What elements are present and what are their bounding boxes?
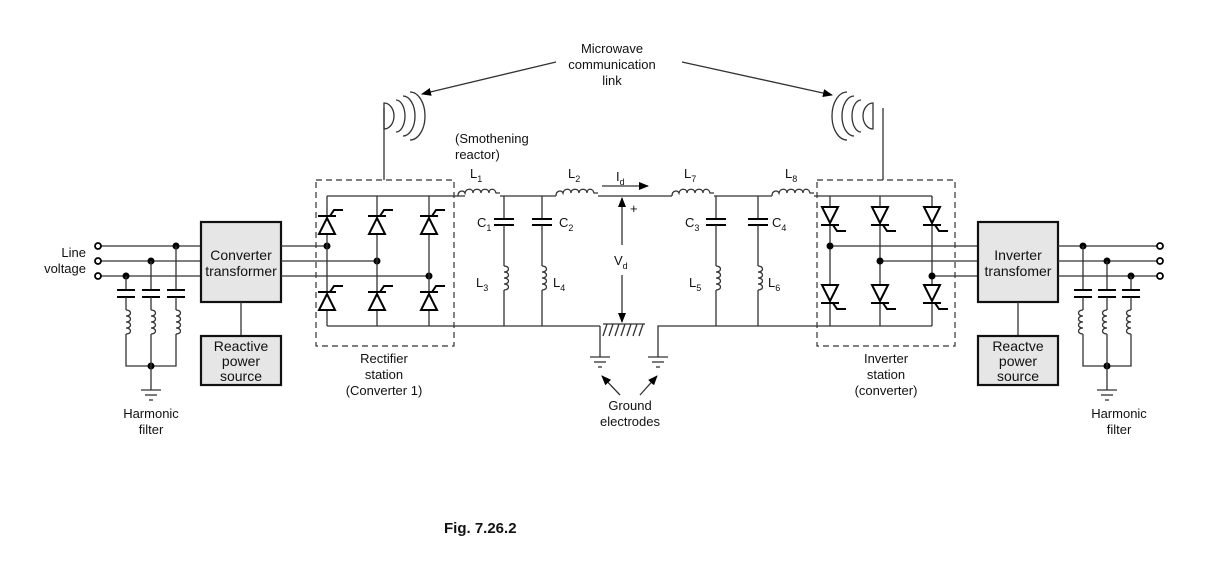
inductor-L2: L2 xyxy=(555,166,598,197)
inverter-station-boundary xyxy=(816,179,956,347)
rectifier-station-label: Rectifier station (Converter 1) xyxy=(346,351,423,398)
harmonic-filter-left xyxy=(117,242,185,401)
microwave-arrow-left xyxy=(421,61,557,96)
reactive-power-source-left-box xyxy=(199,334,283,387)
inductor-L7: L7 xyxy=(671,166,714,197)
terminal-left-2 xyxy=(94,257,102,265)
antenna-left-icon xyxy=(383,91,426,180)
svg-text:power: power xyxy=(999,353,1037,369)
earth-hatch xyxy=(602,323,645,337)
capacitor-C1-label: C1 xyxy=(477,215,491,233)
converter-transformer-label: Converter transformer xyxy=(205,247,277,279)
dc-filter-left xyxy=(494,196,552,326)
svg-text:voltage: voltage xyxy=(44,261,86,276)
capacitor-C3-label: C3 xyxy=(685,215,699,233)
svg-text:Ground: Ground xyxy=(608,398,651,413)
svg-text:electrodes: electrodes xyxy=(600,414,660,429)
svg-text:L8: L8 xyxy=(785,166,797,184)
reactive-power-source-right-label: Reactve power source xyxy=(992,338,1044,384)
svg-text:Inverter: Inverter xyxy=(864,351,909,366)
terminal-right-3 xyxy=(1156,272,1164,280)
terminal-left-1 xyxy=(94,242,102,250)
svg-text:station: station xyxy=(867,367,905,382)
terminal-right-2 xyxy=(1156,257,1164,265)
ground-electrode-left-icon xyxy=(590,326,610,368)
capacitor-C2-label: C2 xyxy=(559,215,573,233)
svg-text:Converter: Converter xyxy=(210,247,272,263)
rectifier-bridge xyxy=(317,195,600,327)
inductor-L4-label: L4 xyxy=(553,275,565,293)
svg-text:L2: L2 xyxy=(568,166,580,184)
terminal-left-3 xyxy=(94,272,102,280)
line-voltage-label: Line voltage xyxy=(44,245,86,276)
smoothing-reactor-label: (Smothening reactor) xyxy=(455,131,529,162)
inductor-L3-label: L3 xyxy=(476,275,488,293)
reactive-power-source-left-label: Reactive power source xyxy=(214,338,269,384)
svg-text:Inverter: Inverter xyxy=(994,247,1042,263)
svg-text:Harmonic: Harmonic xyxy=(123,406,179,421)
svg-text:(Converter 1): (Converter 1) xyxy=(346,383,423,398)
svg-text:(converter): (converter) xyxy=(855,383,918,398)
svg-text:Rectifier: Rectifier xyxy=(360,351,408,366)
svg-text:L7: L7 xyxy=(684,166,696,184)
svg-text:(Smothening: (Smothening xyxy=(455,131,529,146)
ground-electrodes-label: Ground electrodes xyxy=(600,398,660,429)
ground-electrode-right-icon xyxy=(648,325,830,368)
harmonic-filter-left-label: Harmonic filter xyxy=(123,406,179,437)
svg-text:Reactve: Reactve xyxy=(992,338,1044,354)
current-label: Id xyxy=(616,169,625,187)
inductor-L1: L1 xyxy=(457,166,500,197)
svg-text:reactor): reactor) xyxy=(455,147,500,162)
svg-text:transformer: transformer xyxy=(205,263,277,279)
svg-text:Line: Line xyxy=(61,245,86,260)
figure-caption: Fig. 7.26.2 xyxy=(444,520,517,537)
svg-text:station: station xyxy=(365,367,403,382)
svg-text:source: source xyxy=(997,368,1039,384)
dc-filter-right xyxy=(706,196,768,326)
inverter-transformer-box xyxy=(976,220,1060,304)
svg-text:Microwave: Microwave xyxy=(581,41,643,56)
ground-arrow-right xyxy=(639,375,658,396)
inductor-L8: L8 xyxy=(771,166,814,197)
svg-text:transfomer: transfomer xyxy=(985,263,1052,279)
terminal-right-1 xyxy=(1156,242,1164,250)
inductor-L6-label: L6 xyxy=(768,275,780,293)
microwave-arrow-right xyxy=(681,61,833,97)
inductor-L5-label: L5 xyxy=(689,275,701,293)
antenna-right-icon xyxy=(831,91,884,180)
rectifier-ac-inputs xyxy=(281,242,433,280)
svg-text:filter: filter xyxy=(139,422,164,437)
capacitor-C4-label: C4 xyxy=(772,215,786,233)
inverter-transformer-label: Inverter transfomer xyxy=(985,247,1052,279)
svg-text:link: link xyxy=(602,73,622,88)
plus-sign: + xyxy=(630,201,638,216)
rectifier-station-boundary xyxy=(315,179,455,347)
svg-text:Reactive: Reactive xyxy=(214,338,269,354)
harmonic-filter-right-label: Harmonic filter xyxy=(1091,406,1147,437)
inverter-bridge xyxy=(814,195,979,327)
voltage-label: Vd xyxy=(614,253,628,271)
reactive-power-source-right-box xyxy=(976,334,1060,387)
converter-transformer-box xyxy=(199,220,283,304)
svg-text:power: power xyxy=(222,353,260,369)
svg-text:Harmonic: Harmonic xyxy=(1091,406,1147,421)
ground-arrow-left xyxy=(601,375,621,396)
microwave-label: Microwave communication link xyxy=(568,41,655,88)
svg-text:L1: L1 xyxy=(470,166,482,184)
inverter-station-label: Inverter station (converter) xyxy=(855,351,918,398)
harmonic-filter-right xyxy=(1074,242,1140,401)
svg-text:communication: communication xyxy=(568,57,655,72)
svg-text:filter: filter xyxy=(1107,422,1132,437)
svg-text:source: source xyxy=(220,368,262,384)
